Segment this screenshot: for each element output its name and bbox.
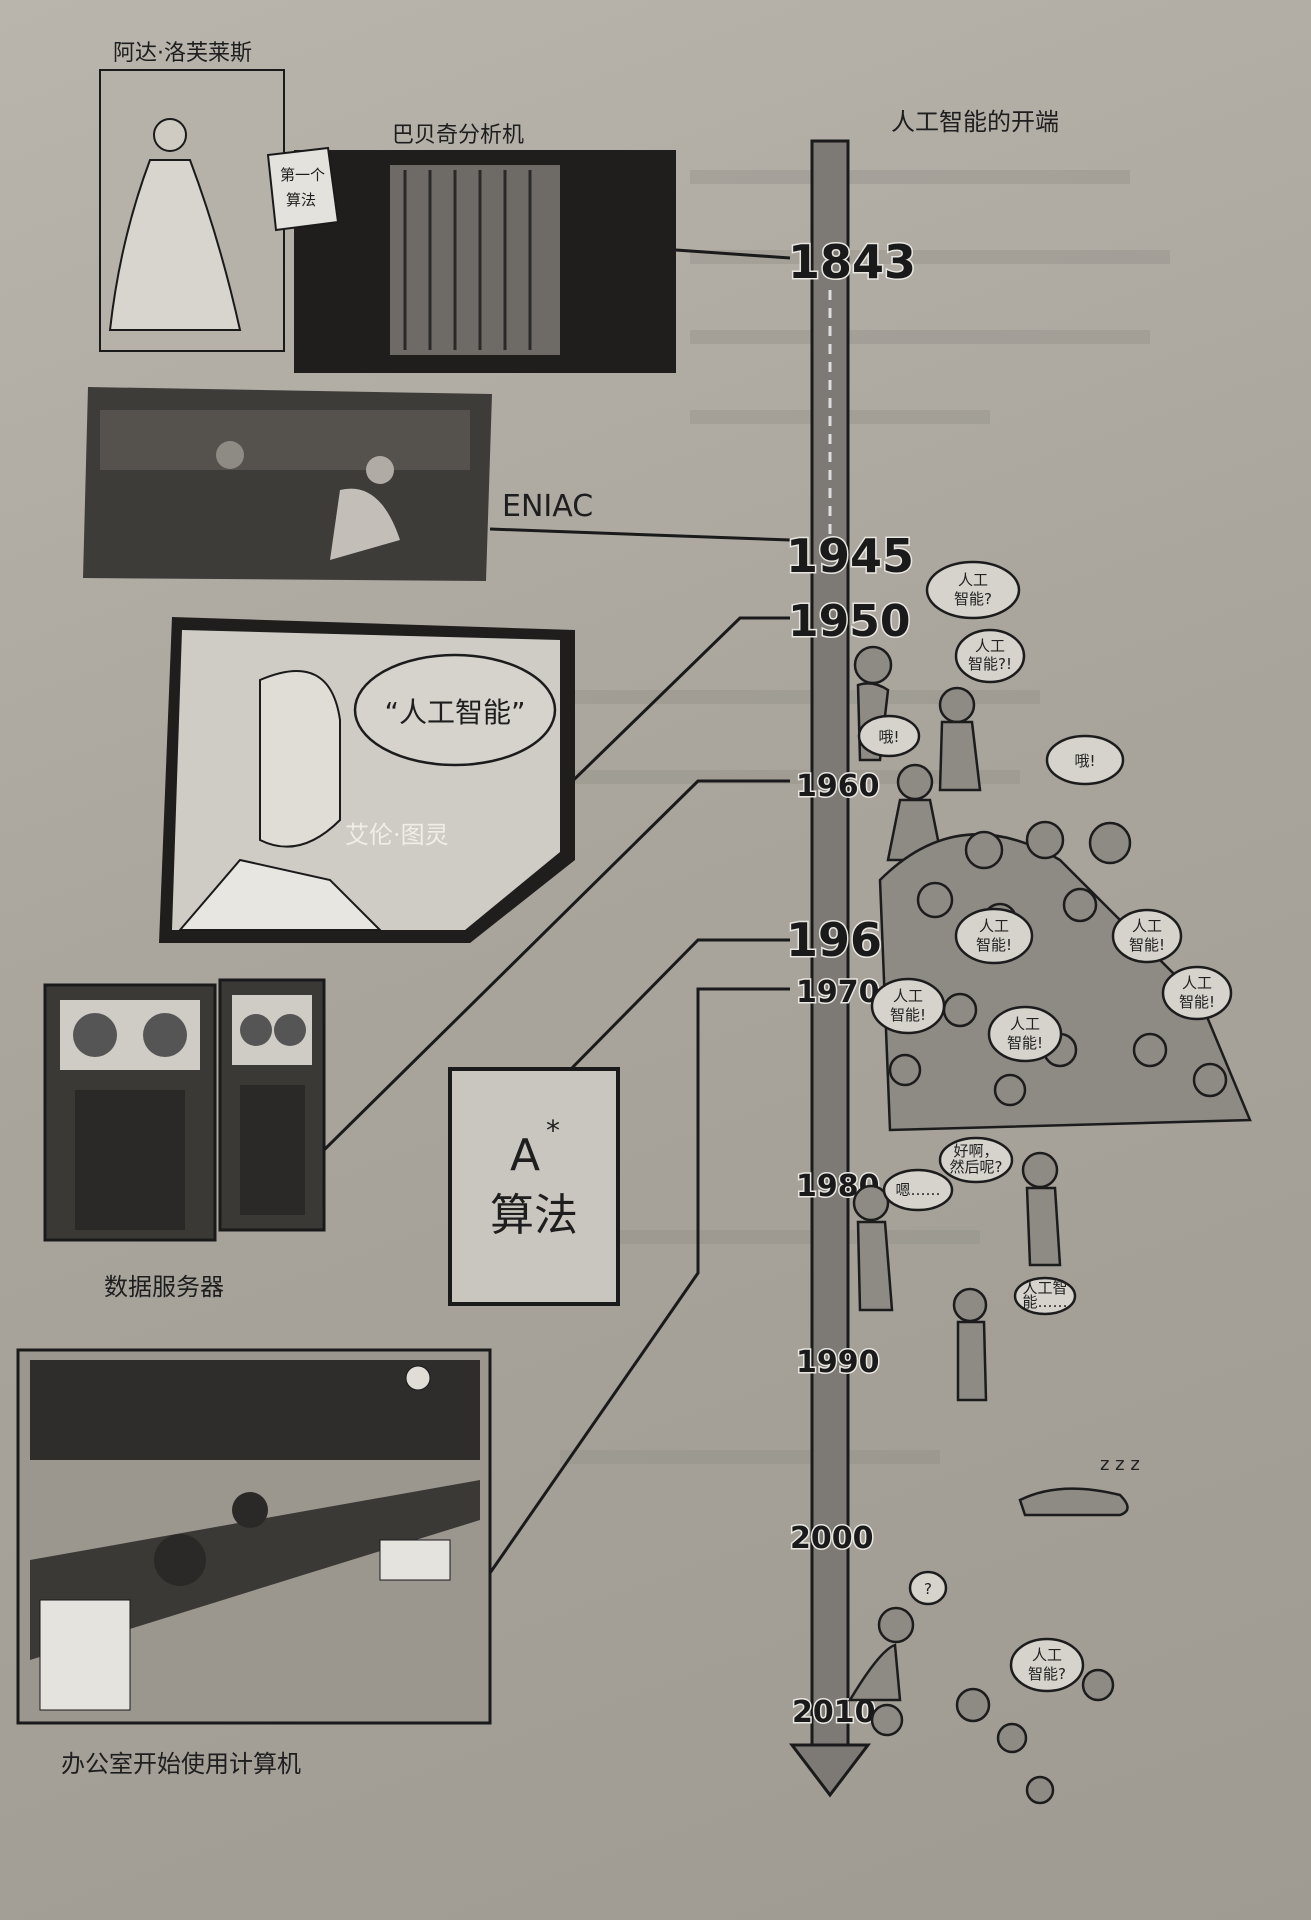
speech-bubble: 哦! bbox=[1045, 734, 1125, 786]
svg-text:哦!: 哦! bbox=[878, 728, 899, 746]
svg-text:智能!: 智能! bbox=[1007, 1034, 1043, 1052]
svg-text:智能!: 智能! bbox=[1129, 936, 1165, 954]
speech-bubble: 人工智能? bbox=[925, 560, 1021, 620]
year-1990: 1990 bbox=[796, 1345, 880, 1380]
year-labels: 1843 1945 1950 1960 1968 1970 1980 1990 … bbox=[785, 234, 918, 1732]
svg-text:第一个: 第一个 bbox=[280, 166, 325, 184]
ada-lovelace-panel: 阿达·洛芙莱斯 第一个 算法 bbox=[99, 41, 340, 352]
alan-turing-panel: “人工智能” 艾伦·图灵 bbox=[159, 617, 575, 943]
a-star-algorithm-box: A * 算法 bbox=[448, 1067, 620, 1306]
year-1945: 1945 bbox=[786, 529, 914, 583]
svg-text:算法: 算法 bbox=[286, 191, 316, 209]
turing-speech-bubble bbox=[353, 653, 557, 767]
speech-bubble: 人工智能! bbox=[870, 977, 946, 1035]
svg-text:人工: 人工 bbox=[1010, 1015, 1040, 1033]
speech-bubble: 嗯…… bbox=[882, 1168, 954, 1212]
speech-bubble: 人工智能! bbox=[954, 907, 1034, 965]
year-2000: 2000 bbox=[790, 1521, 874, 1556]
office-computers-panel: 办公室开始使用计算机 bbox=[16, 1348, 492, 1778]
svg-text:然后呢?: 然后呢? bbox=[950, 1158, 1003, 1176]
connector-lines bbox=[322, 248, 791, 1574]
year-1970: 1970 bbox=[796, 975, 880, 1010]
svg-text:算法: 算法 bbox=[490, 1190, 578, 1241]
crowd-speech-bubbles: 人工智能? 人工智能?! 哦! 哦! 人工智能! 人工智能! 人工智能! 人工智… bbox=[857, 560, 1233, 1693]
eniac-panel: ENIAC bbox=[83, 387, 593, 581]
svg-text:智能?: 智能? bbox=[1028, 1665, 1066, 1683]
svg-text:人工智: 人工智 bbox=[1022, 1279, 1067, 1297]
year-1950: 1950 bbox=[788, 596, 910, 647]
svg-text:能……: 能…… bbox=[1022, 1293, 1067, 1311]
turing-quote: “人工智能” bbox=[384, 696, 525, 729]
svg-text:人工: 人工 bbox=[975, 637, 1005, 655]
speech-bubble: 人工智能! bbox=[1161, 965, 1233, 1021]
svg-text:哦!: 哦! bbox=[1074, 752, 1095, 770]
year-1843: 1843 bbox=[788, 235, 916, 289]
svg-text:智能!: 智能! bbox=[890, 1006, 926, 1024]
svg-text:智能?!: 智能?! bbox=[968, 655, 1012, 673]
svg-text:人工: 人工 bbox=[1032, 1646, 1062, 1664]
svg-text:A: A bbox=[510, 1130, 540, 1181]
babbage-label: 巴贝奇分析机 bbox=[392, 123, 524, 148]
turing-name: 艾伦·图灵 bbox=[345, 821, 449, 849]
svg-text:嗯……: 嗯…… bbox=[895, 1181, 940, 1199]
svg-text:智能!: 智能! bbox=[976, 936, 1012, 954]
timeline-bar bbox=[788, 139, 872, 1798]
sleep-zzz: z z z bbox=[1100, 1454, 1140, 1475]
svg-text:人工: 人工 bbox=[979, 917, 1009, 935]
svg-text:人工: 人工 bbox=[1182, 974, 1212, 992]
ada-label: 阿达·洛芙莱斯 bbox=[113, 41, 252, 66]
svg-text:智能!: 智能! bbox=[1179, 993, 1215, 1011]
svg-text:?: ? bbox=[924, 1580, 932, 1598]
speech-bubble: 人工智能?! bbox=[954, 628, 1026, 684]
babbage-analytical-engine-panel: 巴贝奇分析机 bbox=[294, 123, 676, 373]
speech-bubble: ? bbox=[908, 1570, 948, 1606]
data-servers-panel: 数据服务器 bbox=[43, 978, 326, 1301]
first-algorithm-sign: 第一个 算法 bbox=[266, 146, 340, 232]
speech-bubble: 人工智能? bbox=[1009, 1637, 1085, 1693]
speech-bubble: 人工智能! bbox=[1111, 908, 1183, 964]
svg-text:*: * bbox=[546, 1114, 560, 1147]
office-label: 办公室开始使用计算机 bbox=[61, 1750, 301, 1778]
svg-text:智能?: 智能? bbox=[954, 590, 992, 608]
svg-text:好啊，: 好啊， bbox=[953, 1142, 998, 1160]
speech-bubble: 人工智能! bbox=[987, 1005, 1063, 1063]
svg-text:人工: 人工 bbox=[958, 571, 988, 589]
speech-bubble: 人工智能…… bbox=[1013, 1276, 1077, 1316]
crowd-figures bbox=[847, 645, 1252, 1805]
svg-text:人工: 人工 bbox=[1132, 917, 1162, 935]
svg-text:人工: 人工 bbox=[893, 987, 923, 1005]
eniac-label: ENIAC bbox=[502, 489, 593, 524]
speech-bubble: 哦! bbox=[857, 714, 921, 758]
servers-label: 数据服务器 bbox=[104, 1273, 224, 1301]
speech-bubble: 好啊，然后呢? bbox=[938, 1136, 1014, 1184]
year-1960: 1960 bbox=[796, 769, 880, 804]
page-title: 人工智能的开端 bbox=[891, 108, 1059, 136]
